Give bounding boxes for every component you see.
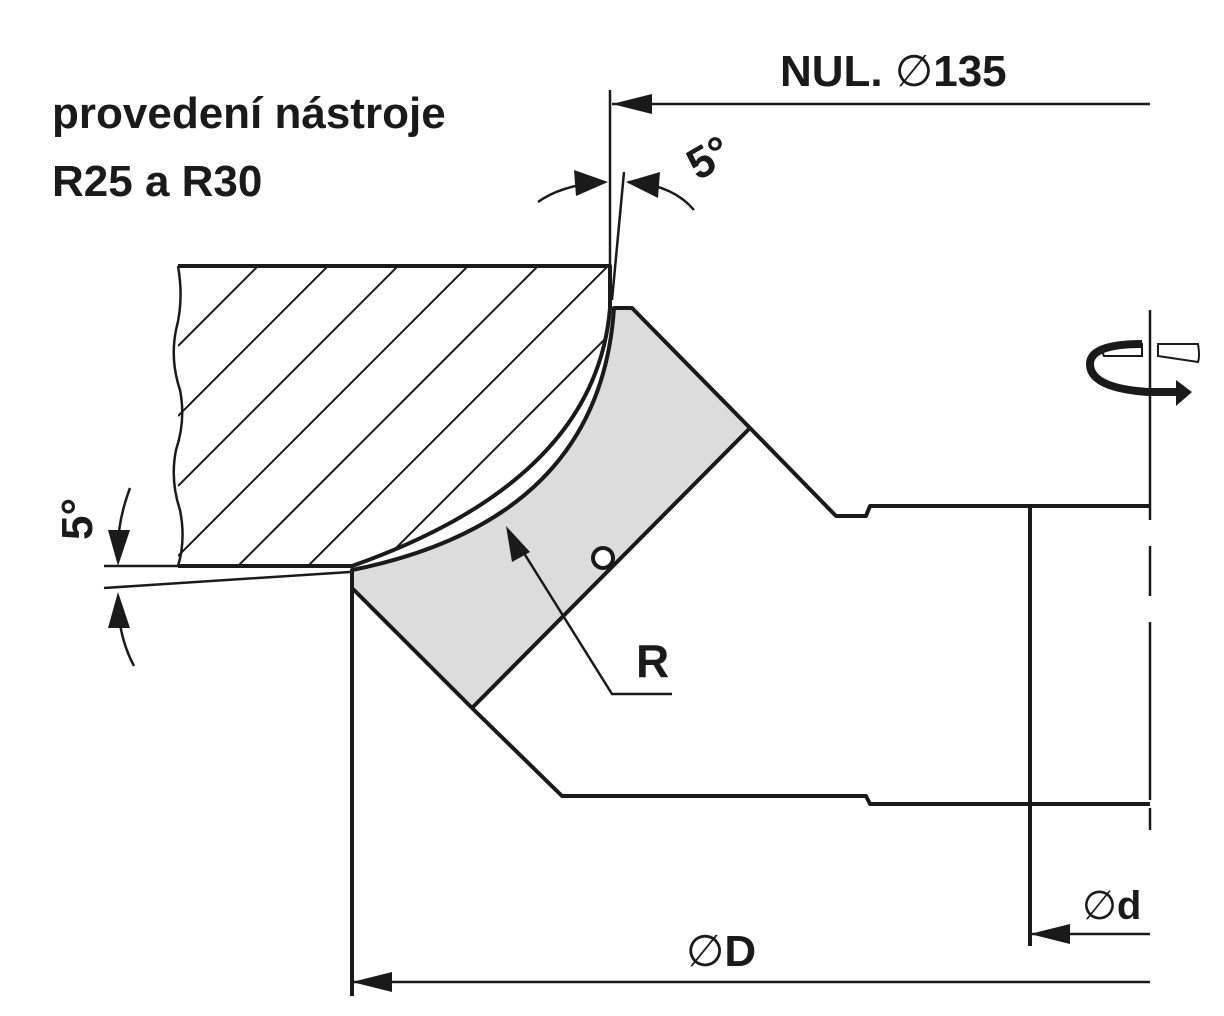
cutting-blade xyxy=(350,306,752,710)
diameter-symbol: ∅ xyxy=(894,46,934,97)
left-angle-label: 5° xyxy=(53,497,102,540)
blade-screw-hole xyxy=(591,546,615,570)
outer-diameter-dimension xyxy=(352,972,1150,992)
diameter-symbol: ∅ xyxy=(1082,883,1117,929)
rotation-direction-icon xyxy=(1085,340,1200,406)
drawing-title-line2: R25 a R30 xyxy=(52,157,263,206)
workpiece-section xyxy=(172,264,612,568)
zero-diameter-dimension xyxy=(608,90,1150,266)
inner-diameter-dimension xyxy=(1030,924,1150,944)
diameter-symbol: ∅ xyxy=(686,926,725,977)
workpiece-break-line xyxy=(172,265,184,567)
inner-diameter-value: d xyxy=(1116,884,1142,928)
radius-leader xyxy=(506,526,672,696)
top-angle-dimension xyxy=(537,170,695,301)
workpiece-outline xyxy=(178,264,612,568)
hatching xyxy=(178,266,610,566)
radius-label: R xyxy=(636,635,670,687)
outer-diameter-value: D xyxy=(724,927,757,976)
drawing-title-line1: provedení nástroje xyxy=(52,89,446,138)
zero-value: 135 xyxy=(933,47,1007,96)
tool-body-outline xyxy=(350,426,1150,996)
zero-prefix: NUL. xyxy=(780,47,883,96)
left-angle-dimension xyxy=(103,487,351,667)
inner-diameter-label: ∅d xyxy=(1082,886,1141,926)
zero-diameter-label: NUL. ∅135 xyxy=(780,50,1007,94)
outer-diameter-label: ∅D xyxy=(686,930,756,974)
